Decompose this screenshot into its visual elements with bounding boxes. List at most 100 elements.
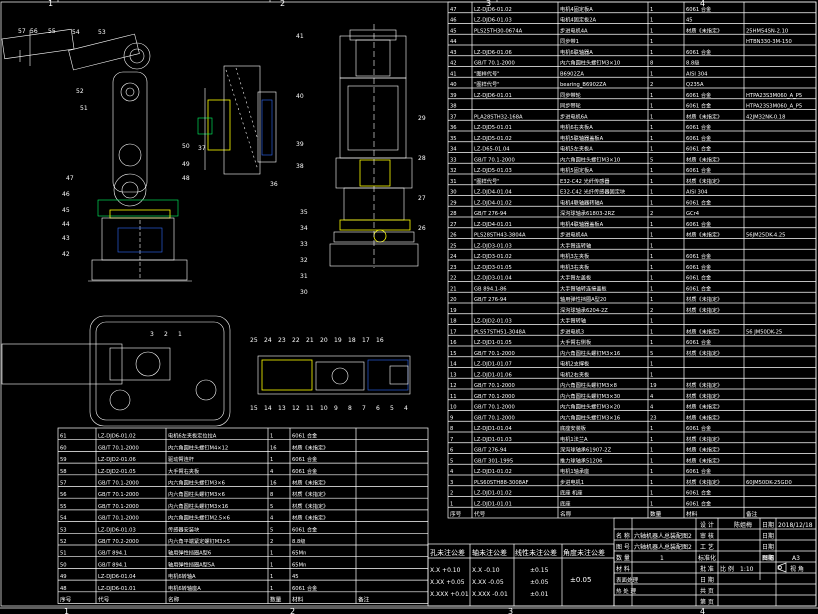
- bom-cell-material: 6061 合金: [686, 499, 712, 507]
- balloon: 20: [320, 337, 328, 344]
- shaft-tolerance: X.XXX -0.01: [472, 591, 508, 598]
- bom-cell-qty: 1: [650, 340, 653, 346]
- bom-cell-qty: 1: [650, 265, 653, 271]
- bom-cell-material: 6061 合金: [686, 102, 712, 110]
- bom-cell-qty: 2: [270, 539, 273, 545]
- tolerance-header: 孔未注公差: [430, 548, 465, 557]
- bom-cell-qty: 1: [650, 437, 653, 443]
- balloon: 55: [48, 28, 56, 35]
- scale-value: 1:10: [740, 566, 754, 573]
- bom-header-qty: 数量: [650, 510, 662, 518]
- bom-cell-code: PLA28STH32-168A: [474, 114, 523, 120]
- bom-cell-qty: 1: [650, 93, 653, 99]
- bom-cell-code: GB/T 70.1-2000: [98, 481, 139, 487]
- balloon: 35: [300, 209, 308, 216]
- bom-cell-name: 同步带1: [560, 38, 579, 45]
- bom-cell-no: 22: [450, 276, 457, 282]
- bom-cell-name: 底座 机座: [560, 489, 582, 497]
- bom-cell-no: 33: [450, 157, 457, 163]
- bom-cell-code: GB 894.1-86: [474, 286, 507, 292]
- bom-cell-qty: 1: [650, 501, 653, 507]
- balloon: 7: [362, 405, 366, 412]
- bom-cell-no: 27: [450, 222, 457, 228]
- zone-number: 2: [280, 0, 285, 8]
- role-label: 批 准: [700, 565, 714, 573]
- bom-cell-material: 65Mn: [292, 562, 306, 568]
- bom-cell-material: 材质《未指定》: [686, 327, 722, 335]
- bom-cell-material: 材质《未指定》: [686, 456, 722, 464]
- bom-cell-note: 60JM50DK-25GD0: [746, 480, 792, 486]
- bom-cell-code: PLS57STH51-3048A: [474, 329, 526, 335]
- bom-cell-code: LZ-D65-01.04: [474, 147, 510, 153]
- bom-cell-code: PLS25TH30-0674A: [474, 28, 523, 34]
- bom-cell-no: 56: [60, 492, 67, 498]
- shaft-tolerance: X.XX -0.05: [472, 579, 504, 586]
- bom-header-note: 备注: [746, 510, 758, 518]
- bom-cell-name: 电机4联轴器转轴A: [560, 198, 604, 206]
- zone-number: 1: [64, 607, 69, 614]
- bom-cell-qty: 1: [650, 329, 653, 335]
- balloon: 32: [300, 257, 308, 264]
- bom-cell-code: GB/T 894.1: [98, 562, 127, 568]
- bom-cell-material: 6061 合金: [292, 467, 318, 475]
- bom-cell-material: GCr4: [686, 211, 700, 217]
- bom-cell-qty: 8: [650, 61, 653, 67]
- balloon: 36: [270, 181, 278, 188]
- bom-cell-code: LZ-DJD1-01.05: [474, 340, 512, 346]
- bom-cell-no: 39: [450, 93, 457, 99]
- bom-cell-name: 电机3右夹板: [560, 263, 590, 271]
- name-label: 名 称: [616, 532, 630, 540]
- bom-cell-no: 1: [450, 501, 453, 507]
- bom-cell-qty: 1: [650, 469, 653, 475]
- bom-cell-no: 30: [450, 190, 457, 196]
- bom-cell-material: 6061 合金: [686, 48, 712, 56]
- bom-cell-code: LZ-DJD1-01.02: [474, 469, 512, 475]
- bom-cell-qty: 1: [270, 434, 273, 440]
- bom-cell-qty: 1: [650, 297, 653, 303]
- bom-cell-code: PLS60STH88-3008AF: [474, 480, 528, 486]
- bom-cell-code: LZ-DJD1-01.06: [474, 372, 512, 378]
- bom-cell-no: 44: [450, 39, 457, 45]
- bom-cell-name: 大手臂连转轴: [560, 241, 591, 249]
- bom-cell-material: 材质《未指定》: [292, 514, 328, 522]
- bom-cell-code: GB/T 70.1-2000: [98, 504, 139, 510]
- bom-cell-no: 35: [450, 136, 457, 142]
- bom-cell-code: GB/T 276-94: [474, 448, 507, 454]
- bom-cell-name: 步进电机6A: [560, 112, 588, 120]
- bom-cell-note: 42JM32NK-0.18: [746, 114, 785, 120]
- bom-cell-note: 25HM54SN-2.10: [746, 28, 788, 34]
- bom-cell-no: 21: [450, 286, 457, 292]
- bom-cell-name: 电机6转轴座A: [168, 584, 201, 592]
- bom-cell-code: LZ-DJD1-01.01: [474, 501, 512, 507]
- zone-number: 2: [290, 607, 295, 614]
- heat-treatment-label: 热 处 理: [616, 587, 636, 595]
- balloon: 8: [348, 405, 352, 412]
- bom-cell-qty: 1: [650, 222, 653, 228]
- projection-label: 视 角: [790, 565, 804, 573]
- bom-cell-no: 24: [450, 254, 457, 260]
- bom-cell-qty: 4: [270, 516, 274, 522]
- bom-cell-code: LZ-DJD5-01.02: [474, 136, 512, 142]
- balloon: 34: [300, 225, 308, 232]
- material-label: 材 料: [616, 565, 630, 573]
- balloon: 50: [182, 143, 190, 150]
- bom-cell-name: 轴用弹性挡圈A型20: [560, 295, 606, 303]
- bom-cell-no: 34: [450, 147, 457, 153]
- balloon: 17: [362, 337, 370, 344]
- bom-cell-qty: 4: [650, 394, 654, 400]
- bom-cell-no: 52: [60, 539, 67, 545]
- bom-cell-name: 内六角圆柱头螺钉M3×16: [560, 413, 620, 421]
